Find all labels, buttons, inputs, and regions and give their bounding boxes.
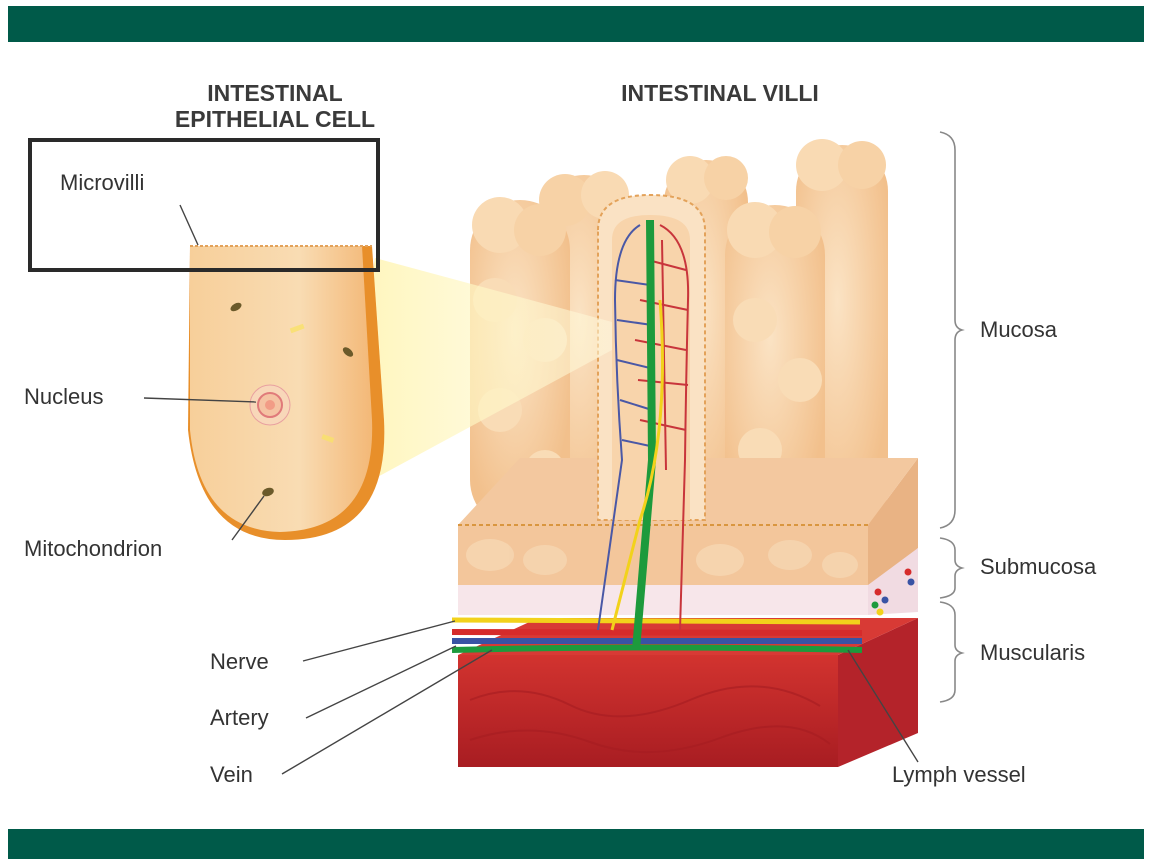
cell-title-line1: INTESTINAL	[150, 80, 400, 106]
nucleus	[250, 385, 290, 425]
label-nucleus: Nucleus	[24, 384, 103, 410]
cell-title-line2: EPITHELIAL CELL	[150, 106, 400, 132]
label-nerve: Nerve	[210, 649, 269, 675]
submucosa-layer	[458, 585, 868, 615]
label-lymph-vessel: Lymph vessel	[892, 762, 1026, 788]
epithelial-cell	[188, 246, 384, 540]
label-vein: Vein	[210, 762, 253, 788]
label-microvilli: Microvilli	[60, 170, 144, 196]
label-submucosa: Submucosa	[980, 554, 1096, 580]
layer-brackets	[940, 132, 962, 702]
label-muscularis: Muscularis	[980, 640, 1085, 666]
label-mucosa: Mucosa	[980, 317, 1057, 343]
label-mitochondrion: Mitochondrion	[24, 536, 162, 562]
villi-block	[335, 132, 962, 767]
label-artery: Artery	[210, 705, 269, 731]
villi-title: INTESTINAL VILLI	[575, 80, 865, 106]
